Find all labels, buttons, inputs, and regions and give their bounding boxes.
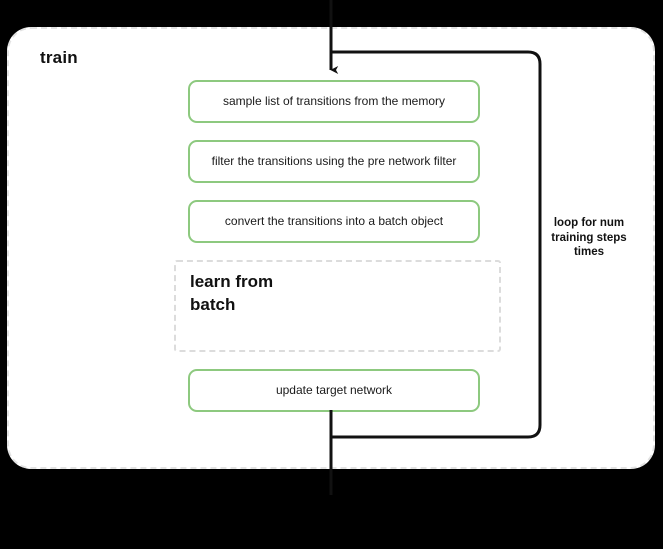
step-box-filter-transitions[interactable]: filter the transitions using the pre net…	[188, 140, 480, 183]
step-label: update target network	[275, 383, 393, 398]
loop-label-line-2: training steps	[551, 231, 627, 244]
step-box-convert-transitions[interactable]: convert the transitions into a batch obj…	[188, 200, 480, 243]
learn-from-batch-title: learn from batch	[190, 271, 330, 317]
loop-annotation-label: loop for num training steps times	[538, 216, 640, 260]
step-box-update-target-network[interactable]: update target network	[188, 369, 480, 412]
train-group-title: train	[40, 48, 78, 67]
step-label: convert the transitions into a batch obj…	[224, 214, 444, 229]
loop-label-line-1: loop for num	[553, 217, 625, 229]
learn-from-batch-title-line-2: batch	[190, 294, 236, 314]
learn-from-batch-title-line-1: learn from	[190, 272, 274, 291]
step-label: sample list of transitions from the memo…	[222, 94, 446, 109]
step-box-sample-transitions[interactable]: sample list of transitions from the memo…	[188, 80, 480, 123]
learn-from-batch-group[interactable]: learn from batch	[174, 260, 501, 352]
step-label: filter the transitions using the pre net…	[211, 154, 457, 169]
loop-label-line-3: times	[573, 246, 605, 259]
